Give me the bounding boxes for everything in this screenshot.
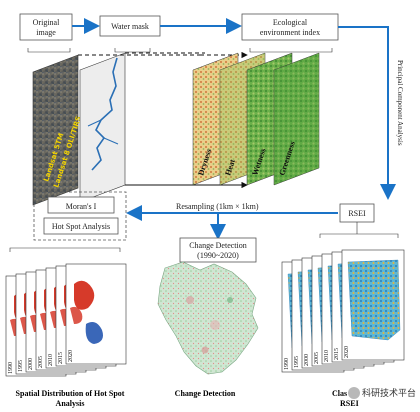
caption-classification-2: RSEI — [340, 399, 359, 408]
original-image-label-2: image — [36, 28, 56, 37]
year-label-1990: 1990 — [8, 362, 14, 374]
water-mask-panel — [79, 52, 126, 203]
original-image-box — [19, 13, 73, 41]
ecological-index-label-2: environment index — [260, 28, 320, 37]
morans-i-box — [47, 196, 115, 214]
year-label-2010: 2010 — [48, 354, 54, 366]
caption-classification-1: Clas — [332, 389, 347, 398]
hot-spot-label: Hot Spot Analysis — [52, 222, 110, 231]
year-label-2005: 2005 — [314, 352, 320, 364]
year-label-1990: 1990 — [284, 358, 290, 370]
watermark-logo-icon — [348, 387, 360, 399]
year-label-2000: 2000 — [304, 354, 310, 366]
year-label-2005: 2005 — [38, 356, 44, 368]
rsei-label: RSEI — [348, 209, 366, 218]
year-label-1995: 1995 — [18, 360, 24, 372]
index-layer-greenness: Greenness — [273, 52, 320, 186]
map-tile-2020: 2020 — [65, 263, 127, 365]
watermark-text: 科研技术平台 — [362, 387, 416, 399]
arrow-index-to-rsei — [338, 26, 396, 200]
change-detection-box-label-1: Change Detection — [189, 241, 247, 250]
original-image-label-1: Original — [33, 18, 60, 27]
projection-lines — [78, 52, 205, 56]
change-detection-map — [157, 261, 259, 375]
pca-label: Principal Component Analysis — [396, 60, 404, 146]
year-label-2020: 2020 — [344, 346, 350, 358]
rsei-map-stack: 1990 1995 2000 2005 2010 2015 2020 — [281, 249, 405, 373]
year-label-2000: 2000 — [28, 358, 34, 370]
bracket-original — [27, 48, 71, 53]
year-label-2015: 2015 — [334, 348, 340, 360]
hotspot-map-stack: 1990 1995 2000 2005 2010 2015 2020 — [5, 263, 127, 377]
hot-spot-box — [43, 217, 119, 235]
year-label-1995: 1995 — [294, 356, 300, 368]
bracket-rsei-stack — [319, 233, 399, 238]
change-detection-box-label-2: (1990~2020) — [197, 251, 239, 260]
bracket-hotspot-stack — [9, 247, 121, 252]
water-mask-label: Water mask — [111, 22, 149, 31]
bracket-index — [249, 48, 333, 53]
map-tile-2020: 2020 — [341, 249, 405, 361]
satellite-image: Landsat 5TM Landsat 8 OLI/TIRS — [32, 54, 83, 206]
year-label-2015: 2015 — [58, 352, 64, 364]
change-detection-box — [179, 237, 257, 263]
caption-hotspot-2: Analysis — [56, 399, 85, 408]
bracket-mask — [114, 48, 151, 53]
year-label-2010: 2010 — [324, 350, 330, 362]
year-label-2020: 2020 — [68, 350, 74, 362]
caption-change: Change Detection — [175, 389, 236, 398]
resampling-label: Resampling (1km × 1km) — [176, 202, 259, 211]
ecological-index-label-1: Ecological — [273, 18, 308, 27]
morans-i-label: Moran's I — [66, 202, 97, 211]
watermark: 科研技术平台 — [348, 387, 416, 399]
ecological-index-box — [241, 13, 339, 41]
caption-hotspot-1: Spatial Distribution of Hot Spot — [16, 389, 125, 398]
